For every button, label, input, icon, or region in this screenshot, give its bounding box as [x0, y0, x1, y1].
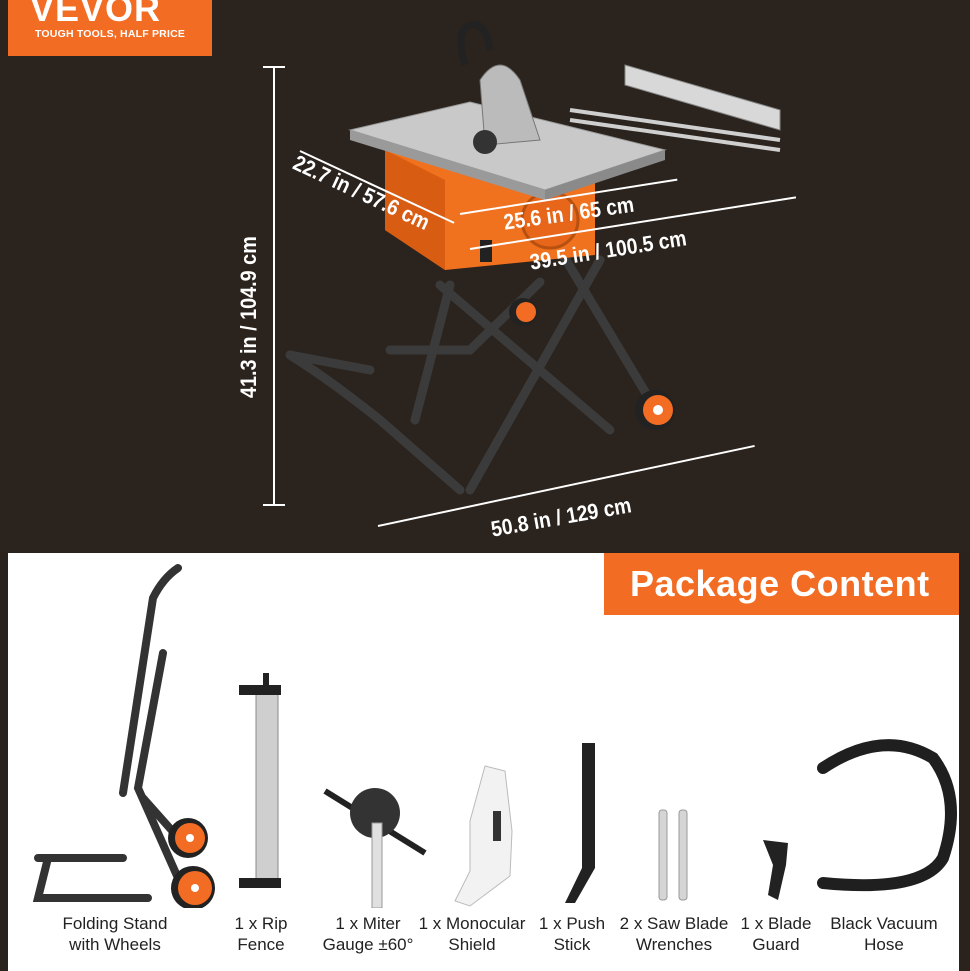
height-dimension-cap-bottom [263, 504, 285, 506]
rip-fence-image [239, 673, 281, 888]
package-content-title: Package Content [630, 563, 930, 604]
vacuum-hose-image [817, 739, 957, 892]
item-label-monocular-shield: 1 x Monocular Shield [418, 914, 526, 954]
brand-tagline: TOUGH TOOLS, HALF PRICE [35, 28, 186, 40]
brand-name: VEVOR [30, 0, 162, 29]
item-label-miter-gauge: 1 x Miter Gauge ±60° [322, 914, 414, 954]
item-label-folding-stand: Folding Stand with Wheels [62, 914, 168, 954]
saw-blade-wrenches-image [658, 809, 688, 901]
item-label-vacuum-hose: Black Vacuum Hose [830, 914, 938, 954]
package-content-banner: Package Content [604, 553, 959, 615]
height-dimension-label: 41.3 in / 104.9 cm [236, 236, 261, 398]
miter-gauge-image [323, 788, 427, 908]
package-content-panel: Package Content [8, 553, 959, 971]
folding-stand-image [32, 564, 215, 908]
monocular-shield-image [454, 765, 513, 907]
vevor-logo: VEVOR TOUGH TOOLS, HALF PRICE [8, 0, 212, 56]
item-label-blade-guard: 1 x Blade Guard [740, 914, 812, 954]
push-stick-image [565, 743, 595, 903]
product-dimensions-panel: VEVOR TOUGH TOOLS, HALF PRICE 41.3 in / … [8, 0, 797, 542]
height-dimension-cap-top [263, 66, 285, 68]
item-label-push-stick: 1 x Push Stick [538, 914, 606, 954]
height-dimension-line [273, 67, 275, 505]
item-label-saw-blade-wrenches: 2 x Saw Blade Wrenches [619, 914, 729, 954]
blade-guard-image [763, 840, 788, 900]
item-label-rip-fence: 1 x Rip Fence [234, 914, 288, 954]
